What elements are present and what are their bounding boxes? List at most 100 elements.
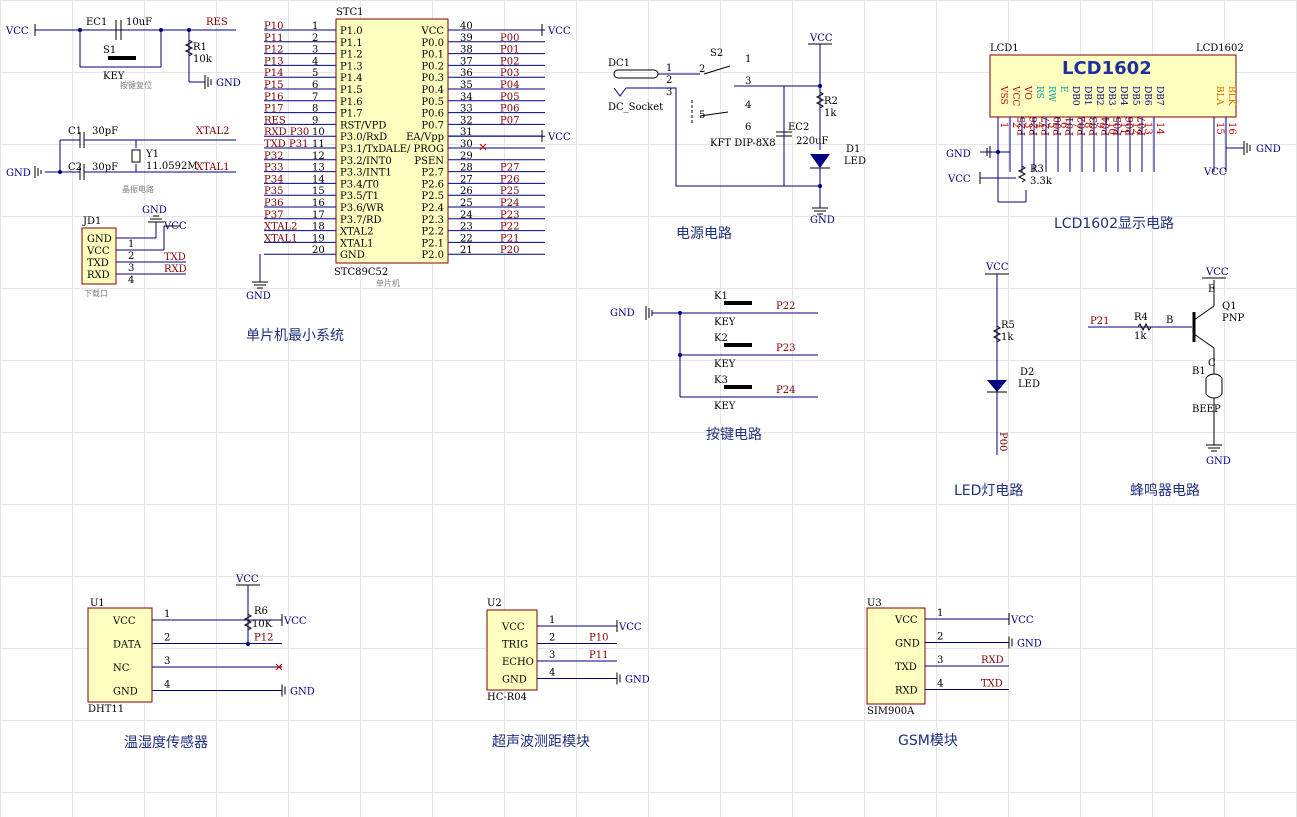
mcu-pin-name: P2.3 [421,215,444,226]
mcu-pin-net: P22 [500,222,519,233]
mcu-pin-num: 33 [460,104,473,115]
module-pin-net: TXD [981,679,1003,690]
module-pin-net: VCC [283,616,307,627]
mcu-pin-name: P3.7/RD [340,215,382,226]
mcu-pin-num: 30 [460,139,473,150]
r3-label: R3 [1030,164,1044,175]
mcu-pin-net: P37 [264,210,283,221]
mcu-pin-num: 1 [312,21,318,32]
mcu-pin-num: 18 [312,222,325,233]
jd1-num-2: 2 [128,251,134,262]
c1-label: C1 [68,126,82,137]
mcu-pin-net: P36 [264,198,283,209]
mcu-pin-name: P3.4/T0 [340,179,379,190]
module-pin-num: 3 [549,650,555,661]
mcu-pin-net: P12 [264,45,283,56]
mcu-pin-name: P3.3/INT1 [340,168,392,179]
dc1-type: DC_Socket [608,102,663,113]
ec2-label: EC2 [788,122,809,133]
mcu-pin-num: 3 [312,45,318,56]
module-pin-num: 3 [937,655,943,666]
mcu-pin-name: P2.4 [421,203,444,214]
key-net: P23 [776,343,795,354]
module-pin-num: 4 [549,668,555,679]
buzzer-gnd: GND [1206,456,1231,467]
lcd-pin-name: RW [1046,86,1056,103]
module-pin-name: RXD [895,686,918,697]
module-pin-num: 1 [164,609,170,620]
mcu-pin-net: P32 [264,151,283,162]
mcu-pin-num: 34 [460,92,473,103]
mcu-pin-name: P3.1/TxD [340,144,386,155]
mcu-pin-net: XTAL2 [264,222,297,233]
mcu-pin-num: 16 [312,198,325,209]
r2-label: R2 [824,96,838,107]
crystal-circuit: GND C1 30pF C2 30pF Y1 11.0592M XTAL2 XT… [6,126,236,194]
dc1-pin-1: 1 [666,63,672,74]
mcu-pin-num: 7 [312,92,318,103]
q1-base: B [1166,315,1173,326]
mcu-pin-name: P1.7 [340,109,363,120]
u3-part: SIM900A [867,706,915,717]
r4-label: R4 [1134,312,1148,323]
jd1-gnd: GND [142,205,167,216]
mcu-pin-net: P34 [264,174,283,185]
mcu-pin-num: 28 [460,163,473,174]
mcu-pin-name: P3.5/T1 [340,191,379,202]
lcd-pin-net: P27 [1041,117,1052,136]
c2-label: C2 [68,162,82,173]
ec1-label: EC1 [86,17,107,28]
lcd-pin-net: P04 [1101,117,1112,136]
module-pin-num: 2 [549,633,555,644]
mcu-pin-name: VCC [420,26,444,37]
mcu-pin-name: PSEN [414,156,444,167]
mcu-pin-name: XTAL1 [340,238,373,249]
mcu-pin-net: P01 [500,45,519,56]
ec2-value: 220uF [796,136,829,147]
mcu-pin-net: P04 [500,80,519,91]
module-pin-num: 4 [937,679,943,690]
module-pin-name: VCC [894,615,918,626]
mcu-pin-name: XTAL2 [340,227,373,238]
lcd-pin-name: DB6 [1142,86,1152,106]
xtal1-net: XTAL1 [196,162,229,173]
module-pin-name: ECHO [502,657,534,668]
hcsr04-title: 超声波测距模块 [492,734,590,750]
r6-label: R6 [254,606,268,617]
key-label: KEY [714,401,736,412]
mcu-pin-net: RXD P30 [264,127,309,138]
mcu-pin-name: P1.6 [340,97,363,108]
mcu-pin-num: 6 [312,80,318,91]
mcu-pin-num: 39 [460,33,473,44]
mcu-pin-num: 5 [312,68,318,79]
q1-label: Q1 [1222,301,1237,312]
mcu-pin-name: P0.7 [421,120,444,131]
mcu-pin-net: P26 [500,174,519,185]
module-pin-net: RXD [981,655,1004,666]
mcu-title: 单片机最小系统 [246,328,344,344]
lcd-pin-name: DB2 [1094,86,1104,106]
mcu-pin-name: P0.3 [421,73,444,84]
power-title: 电源电路 [676,226,732,242]
s1-label: S1 [103,45,116,56]
key-gnd: GND [610,308,635,319]
lcd-pin-name: VCC [1010,85,1020,106]
mcu-pin-num: 38 [460,45,473,56]
jd1-pin-gnd: GND [87,234,112,245]
lcd-pin-num: 11 [1118,122,1129,135]
module-pin-name: VCC [112,616,136,627]
r6-vcc: VCC [235,574,259,585]
mcu-pin-name: P0.1 [421,50,444,61]
mcu-pin-name: P3.0/RxD [340,132,387,143]
d1-label: D1 [846,144,860,155]
lcd-pin-num: 16 [1226,122,1237,135]
mcu-pin-net: P07 [500,115,519,126]
module-pin-name: VCC [501,622,525,633]
lcd-pin-num: 4 [1034,122,1045,128]
buzzer-net: P21 [1090,316,1109,327]
y1-label: Y1 [145,149,159,160]
mcu-pin-net: P35 [264,186,283,197]
